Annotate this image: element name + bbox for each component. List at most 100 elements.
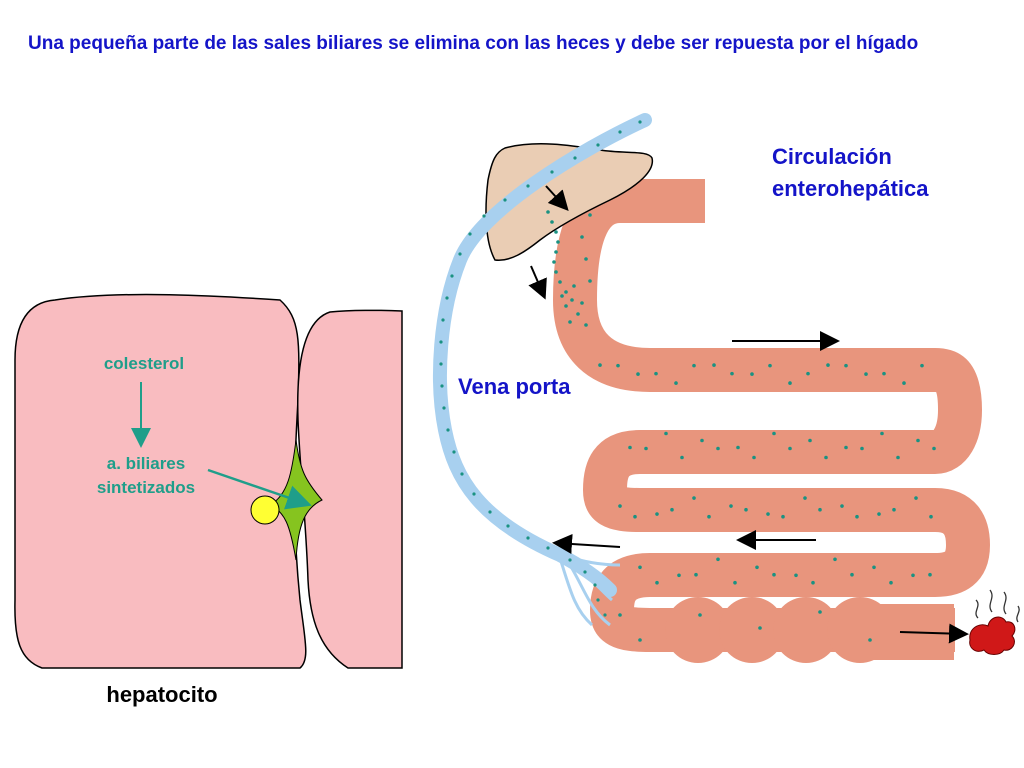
bile-salt-dot [916,438,920,443]
bile-salt-dot [452,450,456,454]
bile-salt-dot [439,362,443,366]
bile-salt-dot [598,363,602,367]
bile-salt-dot [503,198,507,202]
bile-salt-dot [882,371,886,376]
odor-lines [975,589,1020,623]
bile-salt-dot [572,284,576,288]
hepatocyte-right-cell [296,309,403,669]
hepatocyte-cells [14,293,403,669]
bile-salt-dot [482,214,486,218]
bile-salt-dot [583,570,587,574]
small-intestine [553,179,990,652]
bile-salt-dot [526,536,530,540]
bile-salt-dot [758,626,762,630]
bile-salt-dot [794,573,798,578]
bile-salt-dot [818,610,822,614]
bile-salt-dot [554,270,558,274]
bile-salt-dot [550,170,554,174]
bile-salt-dot [730,371,734,376]
bile-salt-dot [806,371,810,376]
bile-salt-dot [468,232,472,236]
bile-salt-dot [844,363,848,368]
bile-salt-dot [638,120,642,124]
bile-salt-dot [618,130,622,134]
bile-salt-dot [552,260,556,264]
bile-salt-dot [554,250,558,254]
bile-salt-dot [633,514,637,519]
bile-salt-dot [932,446,936,451]
bile-salt-dot [788,446,792,451]
bile-salt-dot [902,381,906,385]
bile-salt-dot [818,507,822,512]
portal-vein-bile-salt-dots [439,120,642,617]
bile-salt-dot [808,438,812,443]
liver-to-duct-arrow [545,185,569,211]
bile-salt-dot [877,512,881,516]
bile-salt-dot [442,406,446,410]
bile-salt-dot [803,496,807,500]
bile-salt-dot [439,340,443,344]
bile-acids-label-line2: sintetizados [97,478,195,497]
bile-salt-dot [860,446,864,451]
bile-salt-dot [588,279,592,283]
bile-salt-dot [864,372,868,376]
bile-salt-dot [712,363,716,367]
bile-salt-dot [772,572,776,577]
bile-salt-dot [755,565,759,570]
bile-salt-dot [441,318,445,322]
bile-salt-dot [628,445,632,450]
bile-salt-dot [506,524,510,528]
bile-salt-dot [889,580,893,585]
bile-salt-dot [698,613,702,617]
portal-vein-label: Vena porta [458,374,571,399]
bile-salt-dot [880,431,884,436]
bile-salt-dot [568,558,572,562]
bile-salt-dot [680,455,684,460]
bile-salt-dot [729,504,733,508]
bile-salt-dot [752,455,756,460]
bile-salt-dot [584,323,588,327]
bile-salt-dot [654,371,658,376]
bile-salt-dot [618,613,622,617]
bile-duct-dots [546,210,580,324]
bile-salt-dot [526,184,530,188]
bile-salt-dot [707,514,711,519]
bile-salt-dot [618,504,622,508]
bile-salt-dot [573,156,577,160]
excretion-arrow [899,623,969,644]
bile-salt-dot [596,598,600,602]
circulation-label-line1: Circulación [772,144,892,169]
bile-salt-dot [929,514,933,519]
hepatocyte-label: hepatocito [106,682,217,707]
bile-salt-dot [844,445,848,450]
bile-salt-dot [564,304,568,308]
bile-salt-dot [440,384,444,388]
bile-salt-dot [840,504,844,508]
header-text: Una pequeña parte de las sales biliares … [28,33,919,54]
bile-salt-dot [638,638,642,642]
bile-salt-dot [872,565,876,570]
bile-salt-dot [445,296,449,300]
bile-transport-arrow [207,468,312,510]
bile-salt-dot [892,507,896,512]
bile-salt-dot [593,583,597,587]
bile-salt-dot [744,507,748,512]
bile-salt-dot [850,572,854,577]
bile-salt-dot [670,507,674,512]
cholesterol-label: colesterol [104,354,184,373]
bile-salt-dot [570,298,574,302]
bile-salt-dot [766,512,770,516]
bile-salt-dot [616,363,620,368]
bile-salt-dot [920,363,924,368]
bile-salt-dot [560,294,564,298]
bile-salt-dot [694,572,698,577]
bile-salt-dot [546,546,550,550]
bile-salt-dot [655,512,659,516]
bile-salt-dot [550,220,554,224]
bile-salt-dot [636,372,640,376]
bile-salt-dot [556,240,560,244]
bile-salt-dot [488,510,492,514]
bile-salt-dot [546,210,550,214]
bile-salt-dot [568,320,572,324]
